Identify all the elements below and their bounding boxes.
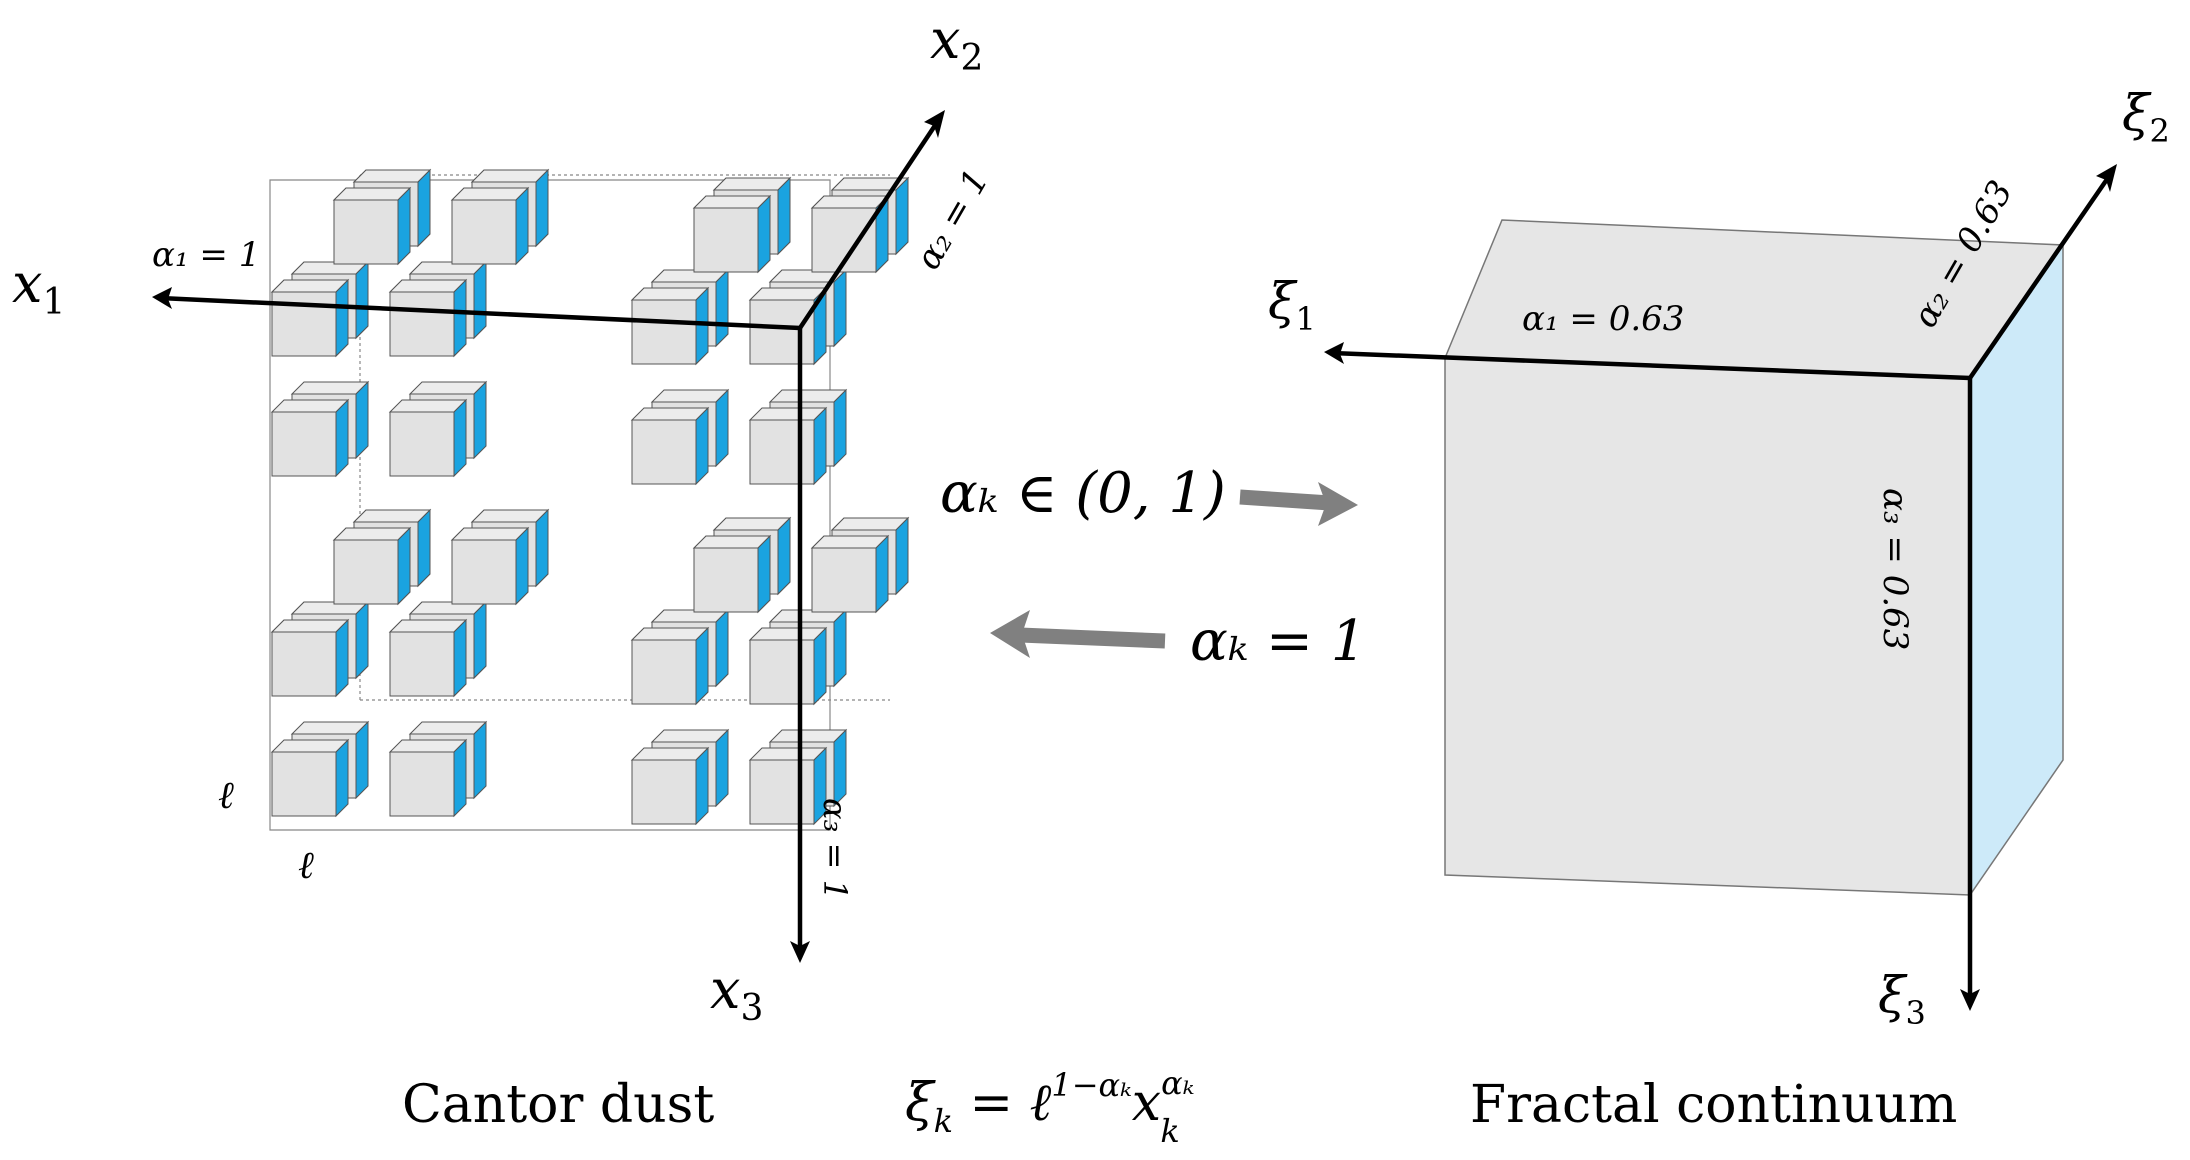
- backward-arrow: [990, 610, 1166, 658]
- x2-arrowhead: [924, 110, 945, 138]
- x3-label: x3: [710, 958, 763, 1029]
- cantor-cube: [810, 194, 890, 274]
- fractal-continuum-panel: ξ1 ξ2 ξ3 α₁ = 0.63 α₂ = 0.63 α₃ = 0.63 F…: [1268, 84, 2170, 1135]
- fractal-continuum-caption: Fractal continuum: [1470, 1075, 1957, 1135]
- cantor-dust-cubes: [270, 168, 910, 826]
- cantor-dust-caption: Cantor dust: [402, 1075, 714, 1135]
- x3-arrowhead: [790, 941, 810, 963]
- cantor-cube: [270, 618, 350, 698]
- cantor-axes: [159, 116, 942, 955]
- x2-axis: [798, 116, 942, 330]
- x1-arrowhead: [152, 287, 172, 309]
- cantor-cube: [810, 534, 890, 614]
- xi3-label: ξ3: [1878, 966, 1926, 1032]
- cantor-cube: [692, 534, 772, 614]
- backward-condition-label: αₖ = 1: [1190, 609, 1366, 674]
- cantor-cube: [270, 278, 350, 358]
- alpha3-left-label: α₃ = 1: [816, 798, 854, 900]
- ell-horizontal-label: ℓ: [298, 843, 314, 887]
- cantor-arrowheads: [152, 110, 945, 963]
- cantor-frame: [269, 174, 890, 831]
- x2-label: x2: [930, 8, 983, 79]
- cantor-cube: [388, 738, 468, 818]
- cantor-cube: [630, 406, 710, 486]
- cantor-cube: [270, 398, 350, 478]
- cantor-cube: [450, 526, 530, 606]
- continuum-arrowheads: [1324, 164, 2117, 1011]
- cantor-cube: [692, 194, 772, 274]
- cantor-cube: [332, 526, 412, 606]
- xi1-arrowhead: [1324, 342, 1344, 364]
- xi3-arrowhead: [1960, 989, 1980, 1011]
- alpha1-left-label: α₁ = 1: [152, 235, 260, 275]
- forward-arrow: [1239, 482, 1358, 526]
- cantor-dust-panel: x1 x2 x3 α₁ = 1 α₂ = 1 α₃ = 1 ℓ ℓ Cantor…: [12, 8, 997, 1135]
- cantor-cube: [388, 398, 468, 478]
- cantor-cube: [388, 278, 468, 358]
- cantor-cube: [630, 746, 710, 826]
- xi2-axis: [1968, 170, 2114, 380]
- x1-axis: [159, 295, 801, 331]
- continuum-axes: [1331, 170, 2114, 1003]
- ell-vertical-label: ℓ: [218, 773, 234, 817]
- cantor-cube: [748, 406, 828, 486]
- alpha3-right-label: α₃ = 0.63: [1875, 488, 1915, 650]
- xi2-arrowhead: [2096, 164, 2117, 192]
- cantor-cube: [630, 286, 710, 366]
- xi1-axis: [1331, 350, 1971, 381]
- cantor-cube: [388, 618, 468, 698]
- cantor-cube: [450, 186, 530, 266]
- cantor-cube: [270, 738, 350, 818]
- cantor-cube: [332, 186, 412, 266]
- alpha2-left-label: α₂ = 1: [908, 163, 997, 277]
- alpha1-right-label: α₁ = 0.63: [1522, 299, 1684, 339]
- cantor-cube: [630, 626, 710, 706]
- cantor-cube: [748, 746, 828, 826]
- x1-label: x1: [12, 252, 65, 323]
- cantor-cube: [748, 626, 828, 706]
- xi1-label: ξ1: [1268, 272, 1316, 338]
- forward-condition-label: αₖ ∈ (0, 1): [940, 461, 1226, 526]
- xi2-label: ξ2: [2122, 84, 2170, 150]
